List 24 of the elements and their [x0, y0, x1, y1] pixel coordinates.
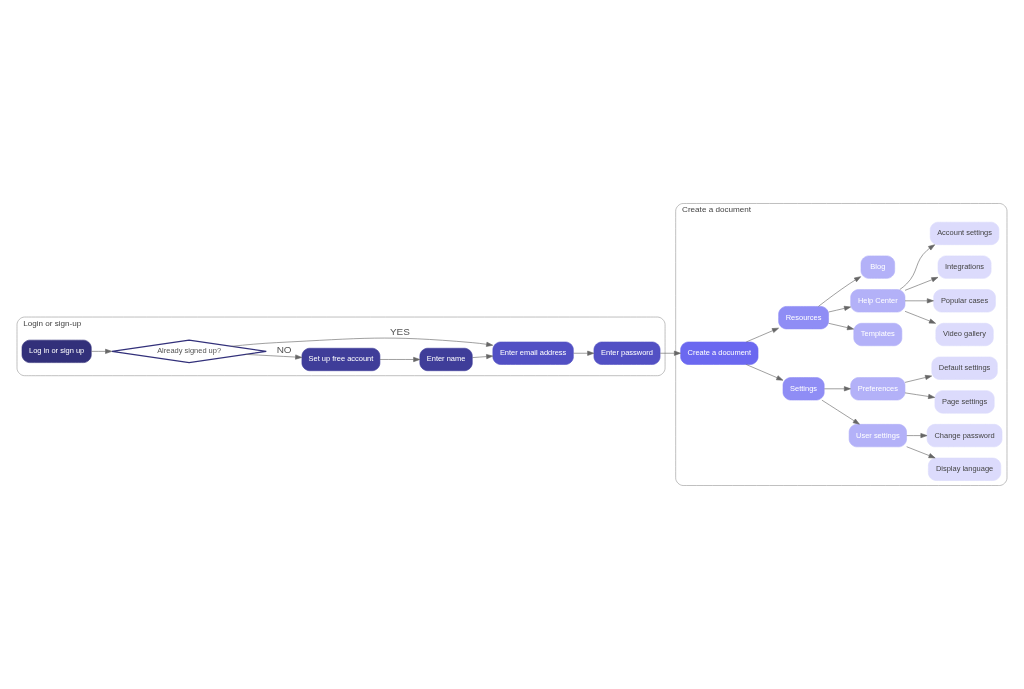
arrow: [231, 337, 494, 347]
arrow: [824, 386, 851, 392]
arrow: [745, 364, 784, 381]
arrow: [904, 392, 935, 399]
arrow: [828, 305, 851, 313]
arrow: [906, 446, 936, 459]
arrow: [904, 277, 939, 291]
edge-label: NO: [276, 344, 292, 356]
arrow: [472, 354, 494, 360]
arrow: [828, 323, 854, 331]
arrow: [904, 375, 932, 383]
arrow: [573, 350, 595, 356]
arrow: [245, 354, 303, 360]
arrow: [904, 311, 936, 324]
arrow: [821, 399, 860, 425]
arrow: [91, 348, 113, 354]
arrow: [745, 327, 779, 343]
edge-label: YES: [389, 326, 410, 338]
arrow: [904, 298, 934, 304]
arrow: [906, 433, 928, 439]
arrow: [899, 244, 936, 290]
arrow: [379, 357, 421, 362]
arrow: [659, 350, 681, 356]
arrow: [818, 276, 861, 307]
